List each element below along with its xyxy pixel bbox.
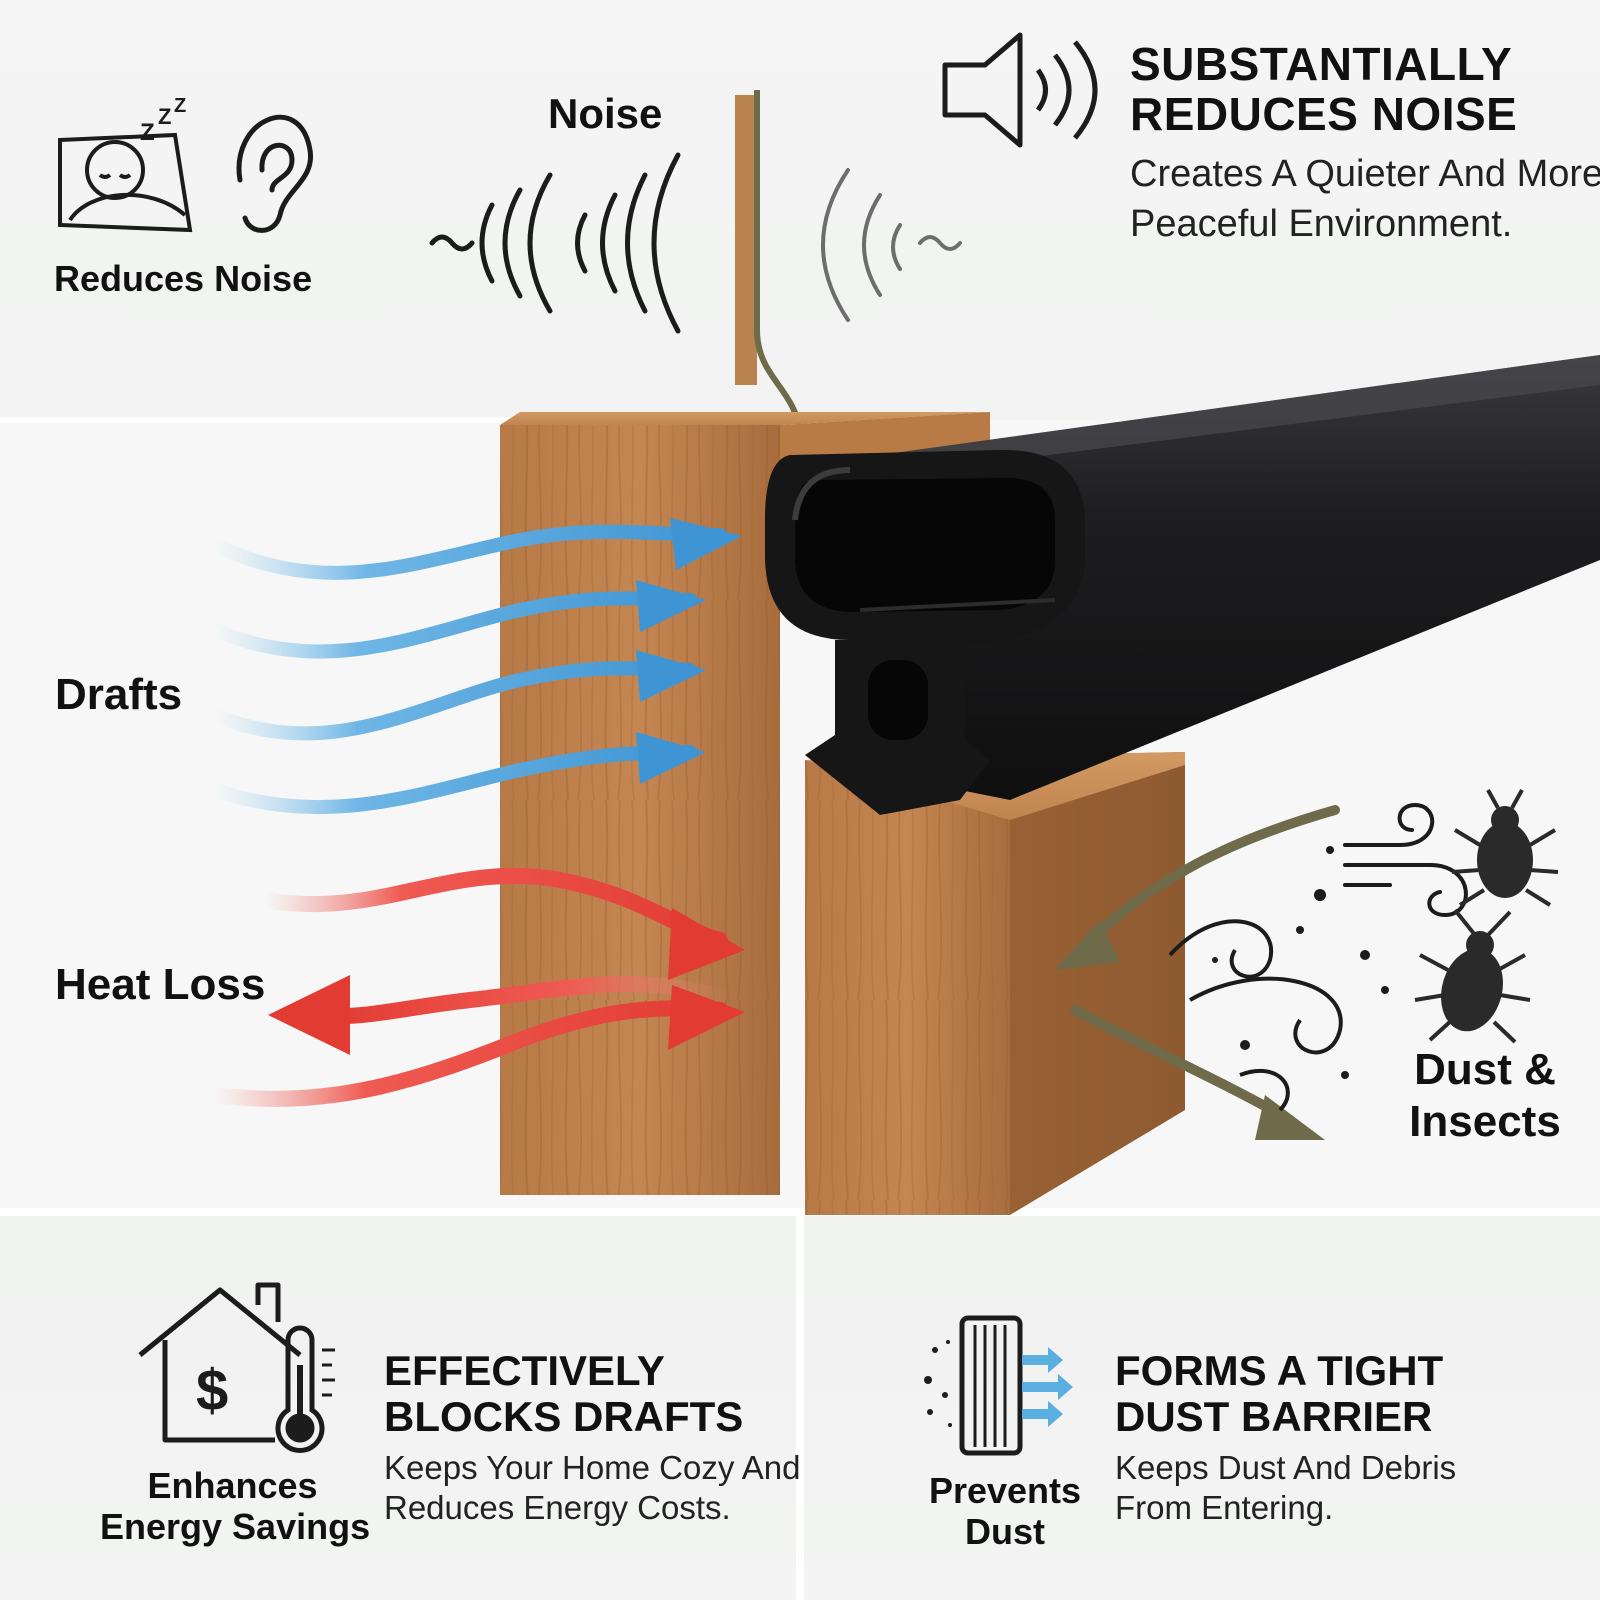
bottom-left-desc-line2: Reduces Energy Costs. bbox=[384, 1489, 731, 1526]
top-right-heading-line1: SUBSTANTIALLY bbox=[1130, 38, 1513, 90]
thermometer-icon bbox=[275, 1325, 335, 1453]
beetle-icon bbox=[1451, 789, 1559, 907]
prevents-dust-label-line1: Prevents bbox=[928, 1470, 1082, 1511]
bottom-right-desc-line1: Keeps Dust And Debris bbox=[1115, 1449, 1457, 1486]
cockroach-icon bbox=[1414, 908, 1531, 1044]
noise-waves-right bbox=[821, 168, 962, 322]
speaker-icon bbox=[942, 32, 1098, 148]
dust-insects-label-line1: Dust & bbox=[1414, 1045, 1556, 1094]
bottom-left-heading-line2: BLOCKS DRAFTS bbox=[384, 1393, 744, 1440]
drafts-label: Drafts bbox=[55, 670, 183, 719]
svg-text:Z: Z bbox=[158, 104, 171, 129]
door-edge-strip bbox=[735, 95, 757, 385]
bottom-right-desc-line2: From Entering. bbox=[1115, 1489, 1334, 1526]
bottom-left-heading-line1: EFFECTIVELY bbox=[384, 1347, 665, 1394]
noise-waves-left bbox=[429, 152, 681, 334]
draft-arrows bbox=[208, 524, 727, 815]
svg-text:Z: Z bbox=[140, 119, 155, 146]
bottom-right-heading-line1: FORMS A TIGHT bbox=[1115, 1347, 1444, 1394]
ear-icon bbox=[236, 114, 314, 233]
top-right-heading-line2: REDUCES NOISE bbox=[1130, 88, 1518, 140]
wood-block-right bbox=[805, 752, 1185, 1215]
draft-arrowheads bbox=[636, 518, 742, 784]
noise-label: Noise bbox=[548, 90, 663, 137]
energy-savings-label-line1: Enhances bbox=[147, 1465, 318, 1506]
rubber-seal bbox=[765, 355, 1600, 815]
air-filter-icon bbox=[924, 1315, 1073, 1456]
prevents-dust-label-line2: Dust bbox=[965, 1511, 1045, 1552]
bottom-right-heading-line2: DUST BARRIER bbox=[1115, 1393, 1433, 1440]
top-right-desc-line2: Peaceful Environment. bbox=[1130, 203, 1513, 245]
heat-loss-arrowheads bbox=[268, 908, 745, 1055]
top-right-desc-line1: Creates A Quieter And More bbox=[1130, 153, 1600, 195]
heat-loss-label: Heat Loss bbox=[55, 960, 266, 1009]
svg-text:$: $ bbox=[196, 1358, 228, 1423]
noise-arrow bbox=[754, 90, 803, 441]
dust-insects-label-line2: Insects bbox=[1409, 1097, 1561, 1146]
energy-savings-label-line2: Energy Savings bbox=[100, 1506, 371, 1547]
dust-particles bbox=[1212, 846, 1389, 1079]
reduces-noise-label: Reduces Noise bbox=[54, 258, 313, 299]
bottom-left-desc-line1: Keeps Your Home Cozy And bbox=[384, 1449, 801, 1486]
house-energy-icon: $ bbox=[138, 1282, 302, 1443]
dust-swirl-icon bbox=[1168, 919, 1343, 1112]
svg-text:Z: Z bbox=[174, 95, 186, 117]
sleeping-person-icon: Z Z Z bbox=[58, 95, 193, 233]
